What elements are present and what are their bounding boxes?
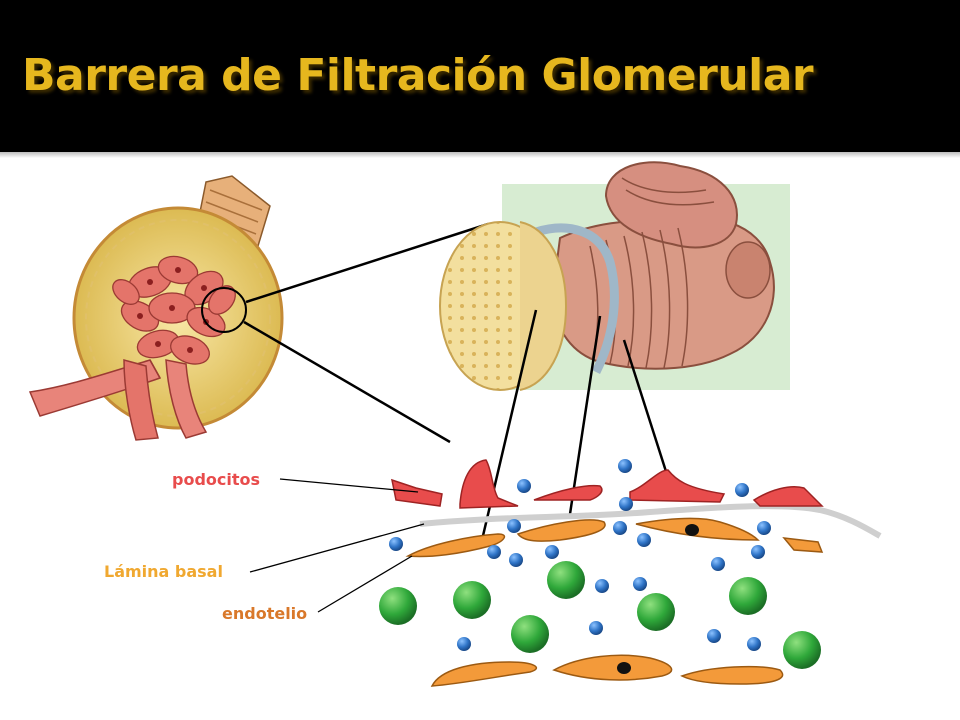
zoom-circle — [201, 287, 247, 333]
small-molecules — [389, 459, 771, 651]
endothelial-cells-lower — [430, 654, 784, 687]
label-lamina-basal: Lámina basal — [104, 562, 223, 581]
label-podocitos: podocitos — [172, 470, 261, 489]
label-endotelio: endotelio — [222, 604, 308, 623]
slide-title: Barrera de Filtración Glomerular — [22, 50, 814, 101]
title-divider — [0, 152, 960, 158]
large-molecules — [379, 561, 821, 669]
title-bar: Barrera de Filtración Glomerular — [0, 0, 960, 152]
endothelial-nucleus — [617, 662, 631, 674]
capillary-section-illustration — [439, 161, 790, 391]
label-leader-lines — [249, 478, 425, 613]
basal-lamina-band — [419, 503, 882, 539]
podocyte-cells — [391, 459, 824, 509]
glomerulus-illustration — [28, 175, 284, 441]
zoom-connector-lines — [243, 222, 489, 444]
filtration-barrier-schematic — [379, 459, 882, 687]
endothelial-nucleus — [685, 524, 699, 536]
